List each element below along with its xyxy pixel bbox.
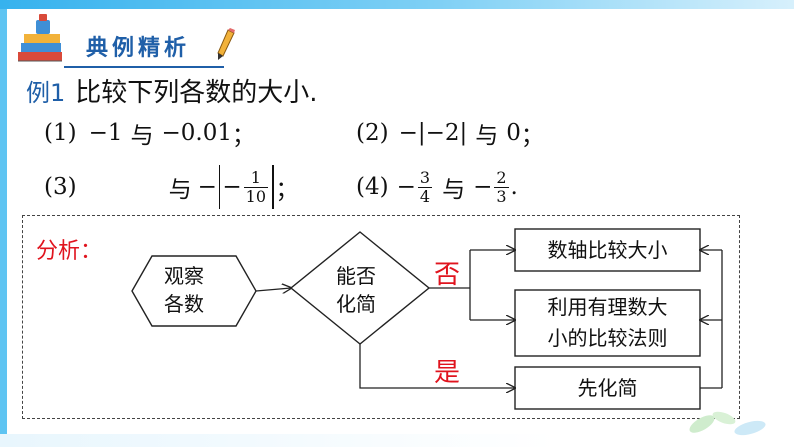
analysis-panel xyxy=(22,215,740,419)
problem-4-conj: 与 xyxy=(442,177,466,203)
yes-label: 是 xyxy=(434,358,461,388)
no-label: 否 xyxy=(434,260,461,290)
problem-4-neg2: − xyxy=(473,174,493,200)
box1-text: 数轴比较大小 xyxy=(547,238,668,262)
observe-node: 观察 各数 xyxy=(164,264,204,316)
box1-shape xyxy=(514,228,701,272)
problem-1-b: −0.01 xyxy=(161,120,232,146)
observe-node-shape xyxy=(131,255,257,327)
analysis-label: 分析： xyxy=(36,239,103,264)
problem-4-number: (4) xyxy=(356,174,389,200)
problem-1-end: ； xyxy=(231,123,255,149)
example-line: 例1 比较下列各数的大小. xyxy=(26,72,318,109)
decision-node: 能否 化简 xyxy=(336,264,376,316)
line-yes-branch xyxy=(359,344,515,388)
problem-2-number: (2) xyxy=(356,120,389,146)
problem-4-fraction-1: 3 4 xyxy=(417,167,433,206)
problem-3-fraction: 1 10 xyxy=(243,167,269,206)
problem-2-b: 0 xyxy=(506,120,521,146)
problem-2-end: ； xyxy=(520,123,544,149)
problem-1: (1) −1 与 −0.01 ； xyxy=(44,116,255,150)
arrow-observe-decision xyxy=(255,288,291,291)
example-text: 比较下列各数的大小. xyxy=(75,78,318,108)
leaf-decoration-icon xyxy=(689,411,766,436)
problem-4-neg1: − xyxy=(396,174,416,200)
problem-4-end: . xyxy=(510,174,518,200)
problem-3-conj: 与 xyxy=(168,177,192,203)
box3-text: 先化简 xyxy=(577,376,638,400)
example-label: 例1 xyxy=(26,79,66,107)
top-accent-bar xyxy=(0,0,794,9)
problem-2: (2) −|−2| 与 0 ； xyxy=(356,116,544,150)
problem-3-neg: − xyxy=(197,174,217,200)
problem-3-end: ； xyxy=(275,177,299,203)
problem-2-a: −|−2| xyxy=(398,120,468,146)
problem-3-number: (3) xyxy=(44,174,77,200)
problem-3: (3) 与 − − 1 10 ； xyxy=(44,160,299,214)
section-title: 典例精析 xyxy=(86,36,191,61)
box2-text: 利用有理数大 小的比较法则 xyxy=(547,295,668,350)
left-accent-bar xyxy=(0,9,7,447)
abs-bar-right xyxy=(272,165,274,209)
pencil-icon xyxy=(217,28,235,60)
books-icon xyxy=(18,14,62,62)
problem-4: (4) − 3 4 与 − 2 3 . xyxy=(356,160,518,214)
problem-1-conj: 与 xyxy=(130,123,154,149)
title-underline xyxy=(64,66,224,68)
box2-shape xyxy=(514,289,701,357)
bottom-accent-bar xyxy=(0,434,794,447)
problem-2-conj: 与 xyxy=(475,123,499,149)
abs-bar-left xyxy=(218,165,221,209)
problem-3-inner-neg: − xyxy=(222,174,242,200)
problem-1-number: (1) xyxy=(44,120,77,146)
box3-shape xyxy=(514,366,701,410)
problem-1-a: −1 xyxy=(88,120,123,146)
problem-4-fraction-2: 2 3 xyxy=(494,167,509,206)
